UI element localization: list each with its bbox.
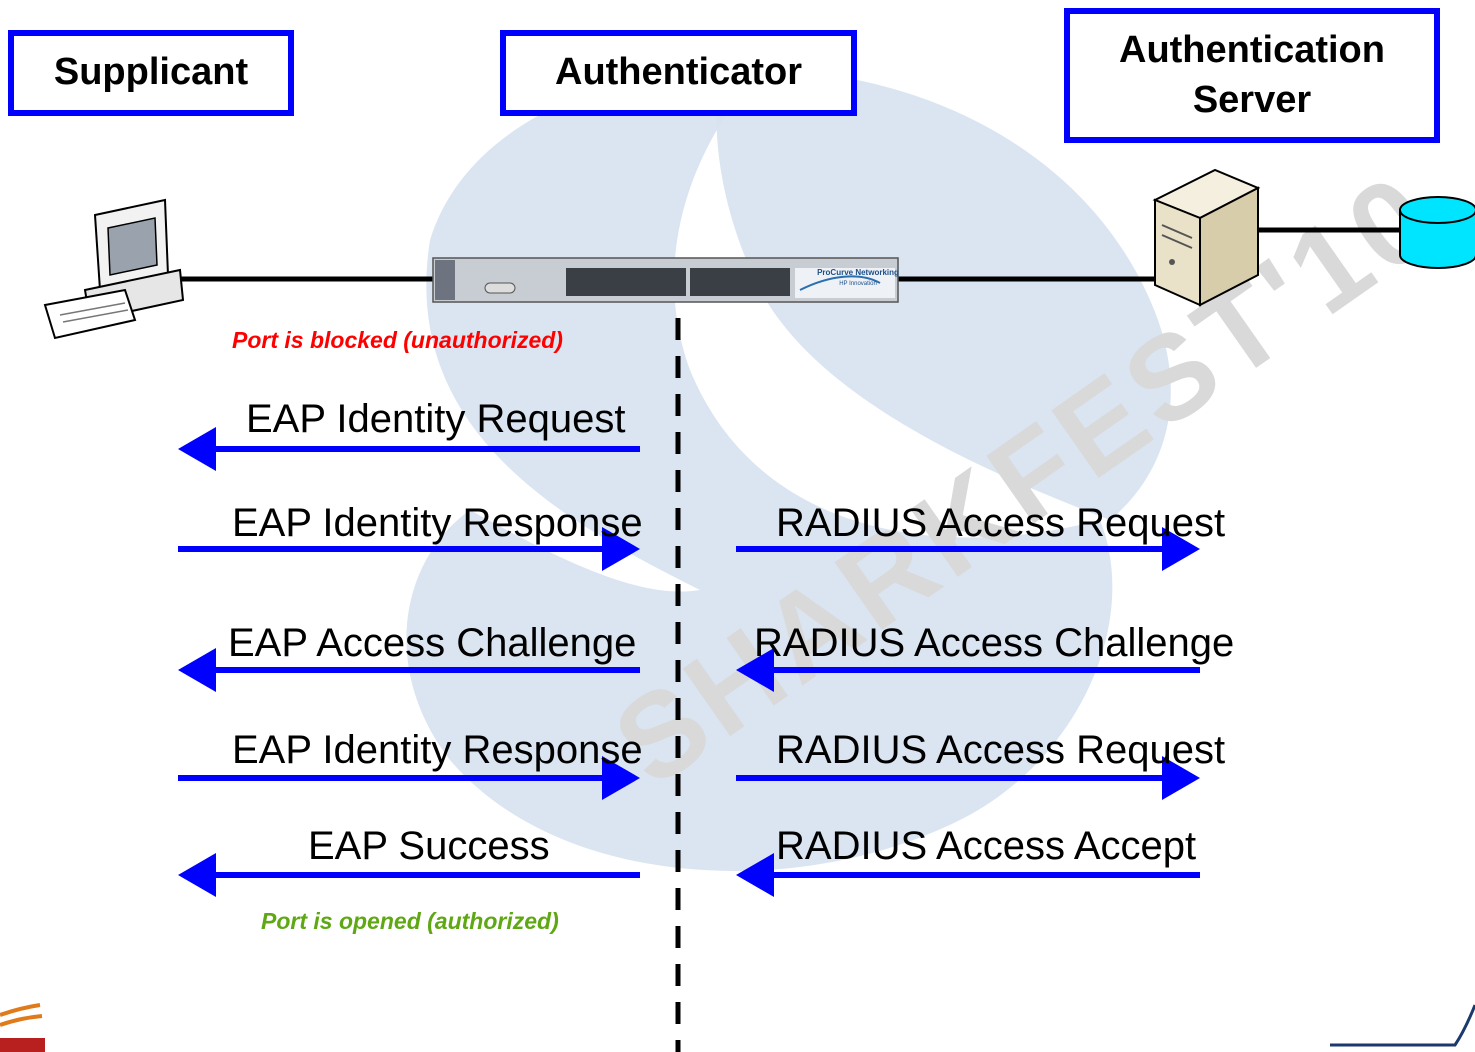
server-label-line1: Authentication: [1119, 29, 1385, 72]
arrow-right-3: [736, 756, 1200, 800]
msg-eap-success: EAP Success: [308, 824, 550, 868]
supplicant-box: Supplicant: [8, 30, 294, 116]
msg-eap-identity-response-2: EAP Identity Response: [232, 728, 643, 772]
arrow-right-1: [736, 527, 1200, 571]
msg-radius-access-accept: RADIUS Access Accept: [776, 824, 1197, 868]
switch-icon: ProCurve Networking HP Innovation: [432, 257, 899, 303]
arrow-left-3: [178, 648, 640, 692]
authenticator-box: Authenticator: [500, 30, 857, 116]
arrow-left-1: [178, 427, 640, 471]
msg-radius-access-request-1: RADIUS Access Request: [776, 501, 1226, 545]
server-label-line2: Server: [1192, 78, 1312, 121]
database-icon: [1399, 196, 1475, 269]
server-icon: [1152, 168, 1261, 307]
supplicant-label: Supplicant: [53, 51, 249, 94]
arrow-right-4: [736, 853, 1200, 897]
arrow-left-5: [178, 853, 640, 897]
message-arrows: [178, 427, 1200, 897]
port-opened-status: Port is opened (authorized): [261, 908, 559, 934]
switch-brand-text: ProCurve Networking: [817, 268, 899, 277]
msg-eap-identity-response-1: EAP Identity Response: [232, 501, 643, 545]
arrow-right-2: [736, 648, 1200, 692]
msg-eap-identity-request: EAP Identity Request: [246, 397, 626, 441]
switch-brand-subtext: HP Innovation: [839, 281, 877, 287]
authenticator-label: Authenticator: [555, 51, 802, 94]
authentication-server-box: Authentication Server: [1064, 8, 1440, 143]
port-blocked-status: Port is blocked (unauthorized): [232, 327, 563, 353]
msg-radius-access-request-2: RADIUS Access Request: [776, 728, 1226, 772]
arrow-left-4: [178, 756, 640, 800]
logo-bottom-left: [0, 1003, 45, 1052]
msg-eap-access-challenge: EAP Access Challenge: [228, 621, 637, 665]
logo-bottom-right: [1330, 1004, 1475, 1047]
arrow-left-2: [178, 527, 640, 571]
msg-radius-access-challenge: RADIUS Access Challenge: [754, 621, 1235, 665]
computer-icon: [43, 198, 185, 340]
